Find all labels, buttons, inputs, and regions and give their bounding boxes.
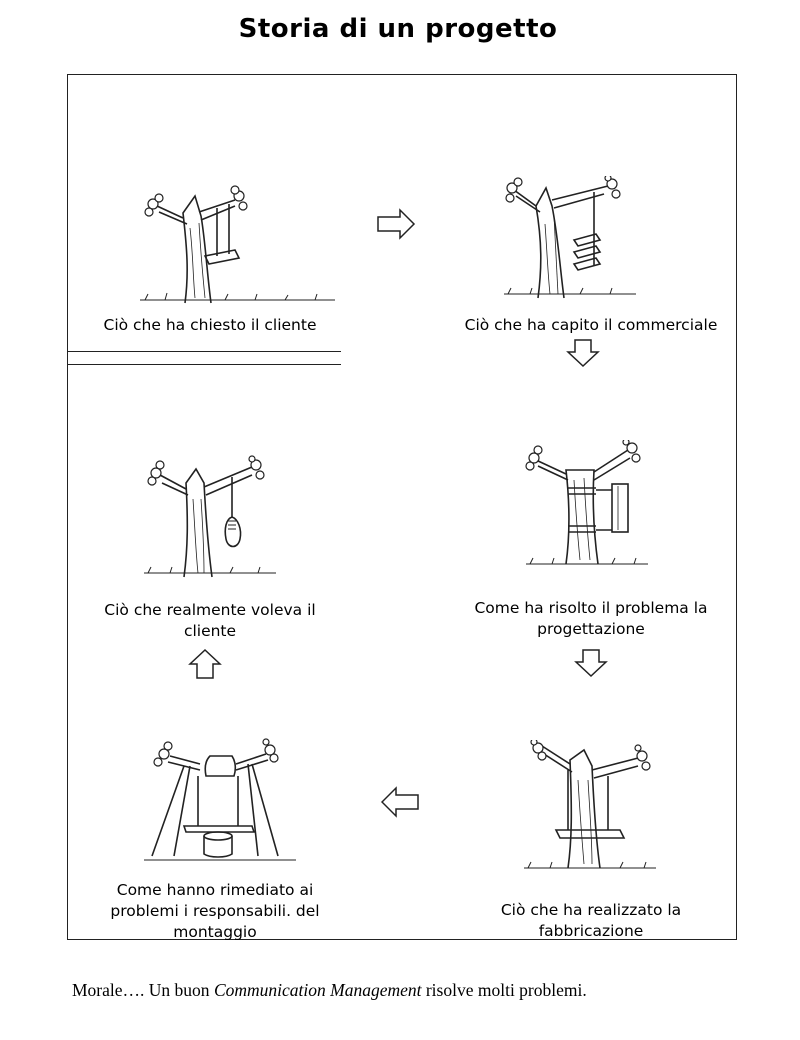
illustration-client-request	[135, 178, 345, 308]
illustration-real-need	[140, 455, 280, 585]
caption-design-solution: Come ha risolto il problema la progettaz…	[474, 599, 708, 638]
illustration-sales-understanding	[500, 176, 640, 306]
illustration-manufacturing	[520, 740, 660, 875]
arrow-up-icon	[188, 648, 222, 680]
caption-sales-understanding: Ciò che ha capito il commerciale	[464, 316, 718, 334]
divider-line	[67, 364, 341, 365]
illustration-assembly	[140, 736, 300, 871]
morale-text: Morale…. Un buon Communication Managemen…	[72, 980, 587, 1000]
divider-line	[67, 351, 341, 352]
caption-manufacturing: Ciò che ha realizzato la fabbricazione	[500, 901, 682, 940]
arrow-left-icon	[380, 786, 420, 818]
caption-real-need: Ciò che realmente voleva il cliente	[104, 601, 316, 640]
illustration-design-solution	[522, 440, 652, 570]
caption-assembly: Come hanno rimediato ai problemi i respo…	[110, 881, 320, 941]
arrow-down-icon	[566, 338, 600, 368]
page-title: Storia di un progetto	[238, 14, 558, 44]
arrow-right-icon	[376, 208, 416, 240]
caption-client-request: Ciò che ha chiesto il cliente	[103, 316, 317, 334]
diagram-frame	[67, 74, 737, 940]
arrow-down-icon	[574, 648, 608, 678]
